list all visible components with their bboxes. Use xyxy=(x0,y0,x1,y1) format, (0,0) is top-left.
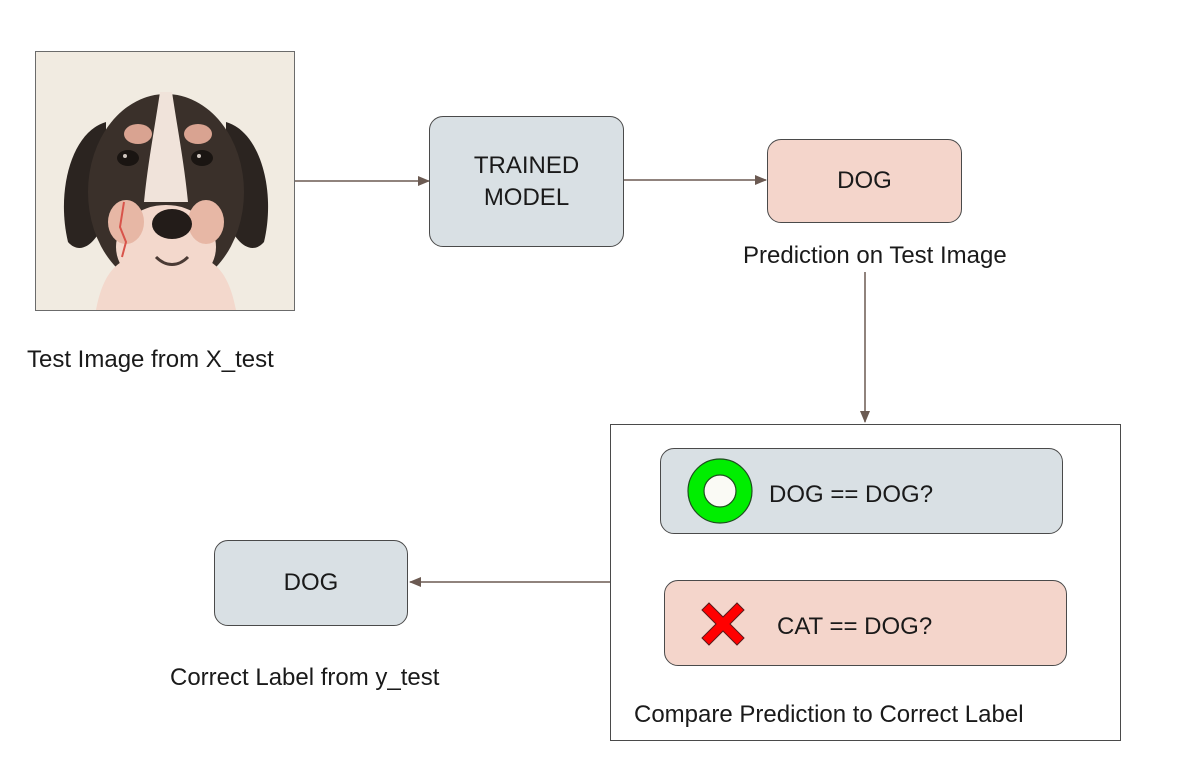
trained-model-box: TRAINED MODEL xyxy=(429,116,624,247)
wrong-comparison-text: CAT == DOG? xyxy=(777,613,933,640)
prediction-box: DOG xyxy=(767,139,962,223)
wrong-comparison-row: CAT == DOG? xyxy=(664,580,1067,666)
test-image xyxy=(35,51,295,311)
test-image-caption: Test Image from X_test xyxy=(27,346,274,373)
prediction-caption: Prediction on Test Image xyxy=(743,242,1007,269)
comparison-caption: Compare Prediction to Correct Label xyxy=(634,701,1024,728)
comparison-panel: DOG == DOG? CAT == DOG? Compare Predicti… xyxy=(610,424,1121,741)
correct-label-box: DOG xyxy=(214,540,408,626)
puppy-photo-icon xyxy=(36,52,294,310)
correct-comparison-row: DOG == DOG? xyxy=(660,448,1063,534)
red-x-icon xyxy=(701,602,745,646)
green-ring-icon xyxy=(687,458,753,524)
correct-label-caption: Correct Label from y_test xyxy=(170,664,440,691)
correct-comparison-text: DOG == DOG? xyxy=(769,481,934,508)
